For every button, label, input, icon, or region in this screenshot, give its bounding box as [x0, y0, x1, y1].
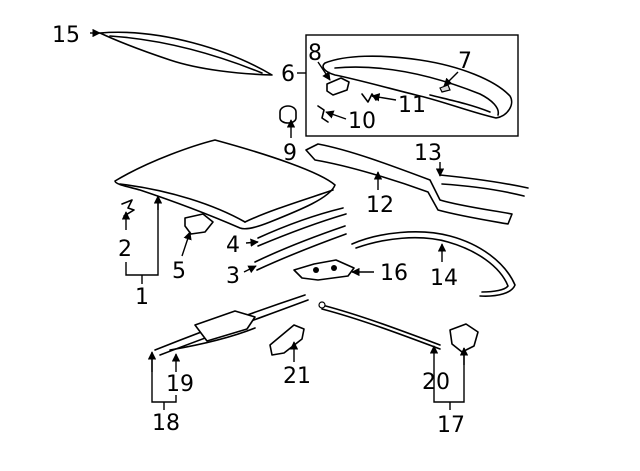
callout-15: 15: [52, 23, 80, 48]
callout-7: 7: [458, 49, 472, 74]
callout-5: 5: [172, 259, 186, 284]
part-11-clip: [361, 93, 377, 103]
part-21-bracket: [269, 324, 305, 356]
callout-12: 12: [366, 193, 394, 218]
callout-17: 17: [437, 413, 465, 438]
callout-16: 16: [380, 261, 408, 286]
bracket-1: [125, 195, 163, 284]
part-20-cable: [318, 301, 441, 350]
part-15-rear-panel: [99, 31, 273, 76]
callout-3: 3: [226, 264, 240, 289]
part-2-clip: [121, 199, 135, 217]
part-1-roof-panel: [114, 139, 336, 230]
part-16-hinge: [293, 259, 355, 281]
callout-13: 13: [414, 141, 442, 166]
callout-11: 11: [398, 93, 426, 118]
part-13-rail-seal: [439, 174, 529, 197]
leader-lines: [90, 28, 459, 372]
part-4-weatherstrip: [257, 207, 347, 247]
part-3-retainer: [254, 225, 347, 271]
part-5-bracket: [184, 213, 214, 235]
part-10-fastener: [317, 105, 329, 123]
bracket-18: [147, 351, 177, 410]
callout-6: 6: [281, 62, 295, 87]
callout-14: 14: [430, 266, 458, 291]
part-7-header-assembly: [322, 55, 513, 119]
callout-9: 9: [283, 141, 297, 166]
part-12-side-rail: [305, 143, 513, 225]
callout-21: 21: [283, 364, 311, 389]
part-14-weatherstrip: [351, 231, 516, 297]
part-9-bumper: [279, 105, 297, 124]
callout-10: 10: [348, 109, 376, 134]
callout-19: 19: [166, 372, 194, 397]
callout-20: 20: [422, 370, 450, 395]
inset-box: [305, 34, 519, 137]
callout-8: 8: [308, 41, 322, 66]
callout-1: 1: [135, 285, 149, 310]
callout-2: 2: [118, 237, 132, 262]
part-17-bracket: [449, 323, 479, 353]
part-19-linkage: [154, 294, 309, 356]
bracket-17: [429, 345, 469, 410]
callout-18: 18: [152, 411, 180, 436]
callout-labels: 15 6 8 7 11 10 9 13 12 2 4 5 3 16 14 1 2…: [52, 23, 472, 438]
callout-4: 4: [226, 233, 240, 258]
part-8-bracket: [326, 77, 350, 96]
